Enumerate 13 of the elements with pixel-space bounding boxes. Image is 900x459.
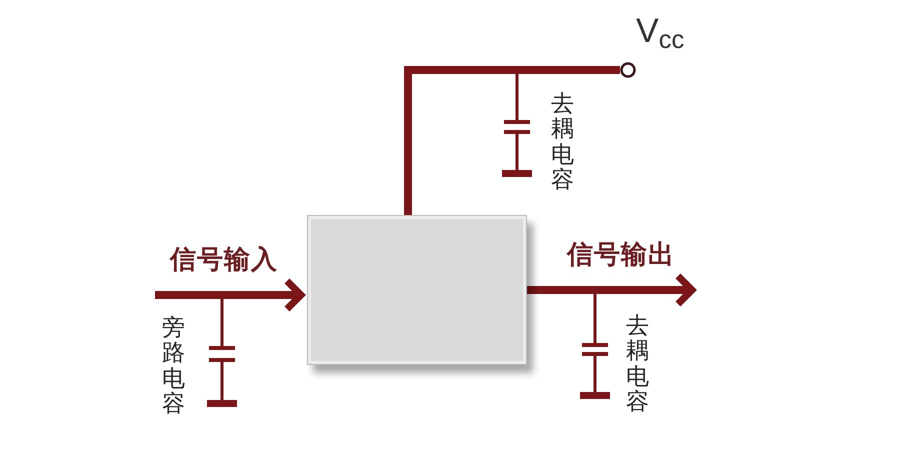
terminal-circle — [620, 62, 636, 78]
capacitor-symbol — [501, 74, 533, 177]
component-label: 旁路电容 — [162, 316, 185, 418]
chip-box — [307, 215, 527, 365]
arrow — [155, 278, 304, 312]
capacitor-symbol — [579, 294, 611, 399]
wire-line — [404, 66, 620, 215]
capacitor-symbol — [206, 299, 238, 407]
terminal-label: V$_{cc}$ — [636, 14, 684, 48]
edge-label: 信号输入 — [170, 247, 278, 273]
arrow — [527, 272, 696, 308]
component-label: 去耦电容 — [551, 92, 574, 194]
component-label: 去耦电容 — [626, 314, 649, 416]
